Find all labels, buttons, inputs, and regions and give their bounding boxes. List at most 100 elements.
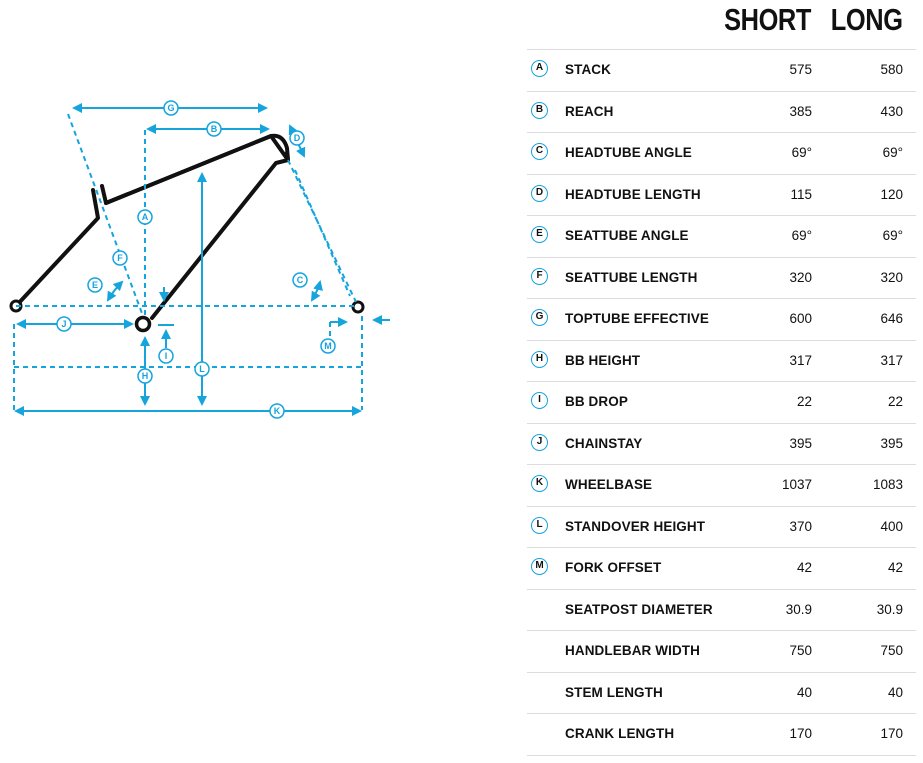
row-label: STACK (565, 62, 611, 77)
row-label: CRANK LENGTH (565, 726, 675, 741)
value-long: 42 (887, 560, 903, 575)
value-long: 120 (880, 186, 903, 202)
row-label: STEM LENGTH (565, 684, 663, 700)
row-badge: F (531, 267, 548, 285)
table-row: J CHAINSTAY 395 395 (527, 424, 916, 465)
row-badge: I (531, 392, 548, 409)
diagram-label-d: D (294, 133, 301, 143)
row-label: HEADTUBE ANGLE (565, 145, 692, 160)
value-long: 22 (887, 394, 903, 409)
table-row: B REACH 385 430 (527, 92, 916, 133)
value-long: 395 (880, 435, 903, 451)
row-badge: G (531, 309, 548, 326)
row-label: WHEELBASE (565, 477, 653, 492)
diagram-label-m: M (324, 341, 332, 351)
value-long: 580 (880, 62, 903, 77)
value-short: 600 (789, 311, 812, 326)
table-row: A STACK 575 580 (527, 50, 916, 92)
row-badge: A (531, 60, 548, 77)
diagram-label-a: A (142, 212, 149, 222)
table-row: F SEATTUBE LENGTH 320 320 (527, 258, 916, 299)
value-short: 395 (789, 435, 812, 451)
value-long: 170 (880, 726, 903, 741)
value-long: 400 (880, 518, 903, 534)
table-row: SEATPOST DIAMETER 30.9 30.9 (527, 590, 916, 631)
value-short: 385 (789, 103, 812, 119)
row-badge: C (531, 143, 548, 160)
row-badge: B (531, 101, 548, 119)
table-row: M FORK OFFSET 42 42 (527, 548, 916, 590)
column-header-short: SHORT (724, 2, 811, 37)
value-long: 317 (880, 352, 903, 368)
value-short: 575 (789, 62, 812, 77)
row-badge: D (531, 184, 548, 202)
table-row: H BB HEIGHT 317 317 (527, 341, 916, 382)
geometry-diagram: G B D A F E C J M I H L K (9, 100, 390, 419)
table-row: CRANK LENGTH 170 170 (527, 714, 916, 756)
value-short: 1037 (781, 477, 812, 492)
value-short: 115 (790, 186, 812, 202)
row-label: FORK OFFSET (565, 560, 662, 575)
value-short: 30.9 (785, 601, 812, 617)
row-label: TOPTUBE EFFECTIVE (565, 311, 709, 326)
row-badge: K (531, 475, 548, 492)
value-long: 1083 (872, 477, 903, 492)
value-long: 40 (887, 684, 903, 700)
value-short: 40 (796, 684, 812, 700)
diagram-label-f: F (117, 253, 123, 263)
front-axle (351, 300, 365, 314)
value-long: 430 (880, 103, 903, 119)
table-row: L STANDOVER HEIGHT 370 400 (527, 507, 916, 548)
table-row: I BB DROP 22 22 (527, 382, 916, 424)
diagram-label-g: G (167, 103, 174, 113)
diagram-label-j: J (61, 319, 66, 329)
row-badge: H (531, 350, 548, 368)
row-badge: L (531, 516, 548, 534)
row-label: HEADTUBE LENGTH (565, 186, 701, 202)
value-long: 320 (880, 269, 903, 285)
row-badge: M (531, 558, 548, 575)
value-short: 22 (796, 394, 812, 409)
frame-outline (14, 133, 290, 320)
row-label: STANDOVER HEIGHT (565, 518, 706, 534)
value-short: 69° (791, 145, 812, 160)
value-long: 69° (882, 145, 903, 160)
table-row: C HEADTUBE ANGLE 69° 69° (527, 133, 916, 175)
row-label: CHAINSTAY (565, 435, 643, 451)
table-row: HANDLEBAR WIDTH 750 750 (527, 631, 916, 673)
value-short: 69° (791, 228, 812, 243)
value-short: 170 (789, 726, 812, 741)
diagram-label-l: L (199, 364, 205, 374)
row-label: SEATTUBE LENGTH (565, 269, 698, 285)
value-short: 320 (789, 269, 812, 285)
diagram-label-h: H (142, 371, 149, 381)
diagram-label-i: I (165, 351, 168, 361)
value-long: 69° (882, 228, 903, 243)
row-label: HANDLEBAR WIDTH (565, 643, 700, 658)
table-row: E SEATTUBE ANGLE 69° 69° (527, 216, 916, 258)
table-row: D HEADTUBE LENGTH 115 120 (527, 175, 916, 216)
row-badge: J (531, 433, 548, 451)
column-header-long: LONG (831, 2, 903, 37)
row-badge: E (531, 226, 548, 243)
table-row: G TOPTUBE EFFECTIVE 600 646 (527, 299, 916, 341)
value-short: 750 (789, 643, 812, 658)
row-label: SEATTUBE ANGLE (565, 228, 689, 243)
value-long: 646 (880, 311, 903, 326)
bottom-bracket (134, 315, 152, 333)
value-short: 370 (789, 518, 812, 534)
value-short: 42 (796, 560, 812, 575)
row-label: BB DROP (565, 394, 628, 409)
row-label: SEATPOST DIAMETER (565, 601, 713, 617)
diagram-label-c: C (297, 275, 304, 285)
value-short: 317 (789, 352, 812, 368)
row-label: BB HEIGHT (565, 352, 641, 368)
diagram-label-e: E (92, 280, 98, 290)
diagram-label-b: B (211, 124, 218, 134)
row-label: REACH (565, 103, 614, 119)
value-long: 30.9 (876, 601, 903, 617)
value-long: 750 (880, 643, 903, 658)
diagram-label-k: K (274, 406, 281, 416)
table-row: K WHEELBASE 1037 1083 (527, 465, 916, 507)
